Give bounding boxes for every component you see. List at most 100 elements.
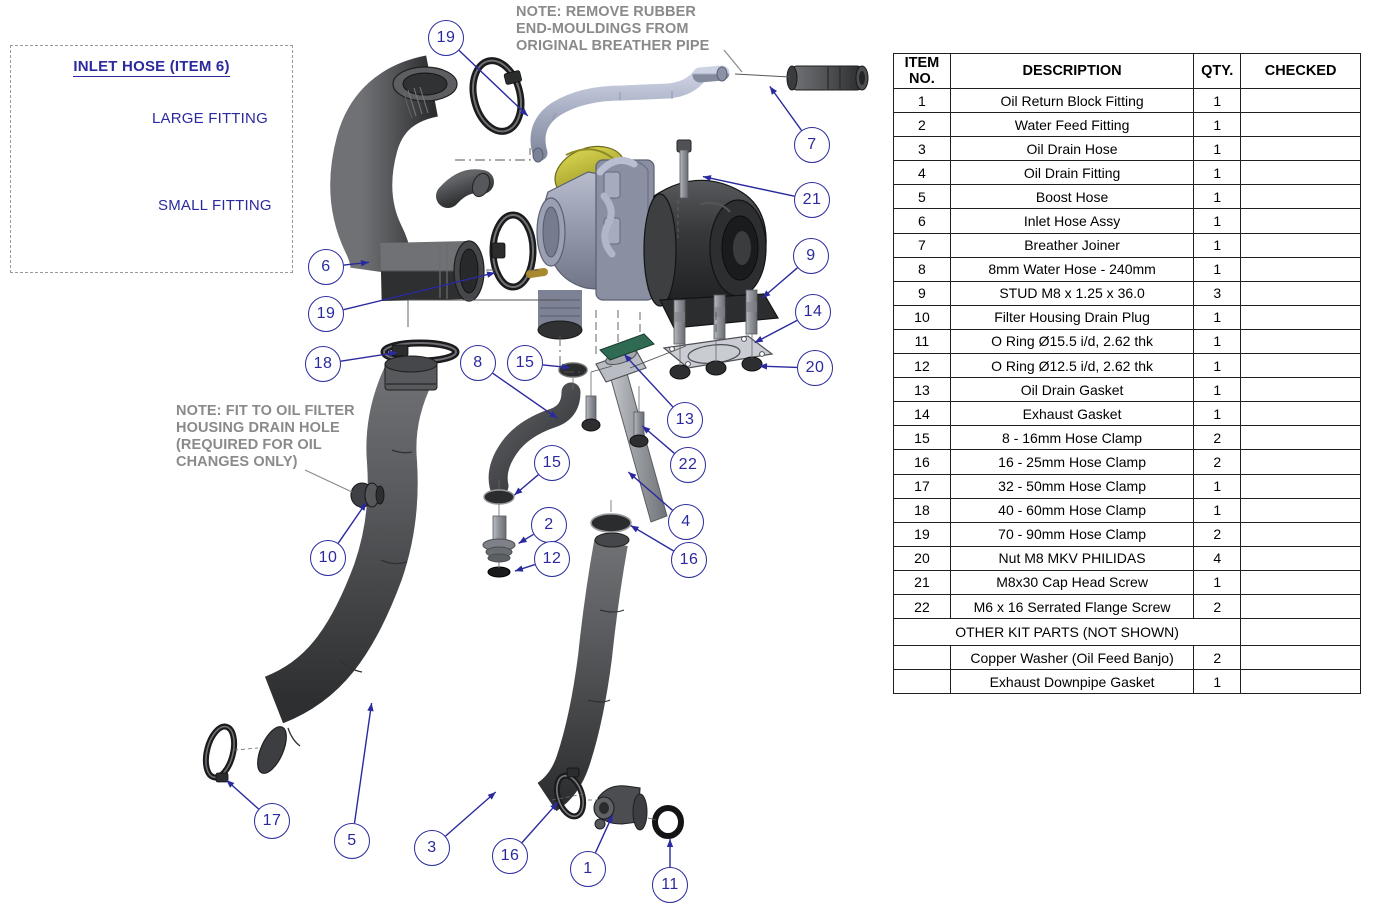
leader-arrowhead xyxy=(226,780,235,788)
cell-checked[interactable] xyxy=(1240,328,1361,355)
leader-line xyxy=(492,372,558,419)
cell-qty: 1 xyxy=(1193,232,1242,258)
cell-checked[interactable] xyxy=(1240,521,1361,547)
leader-arrowhead xyxy=(561,363,571,371)
cell-qty: 3 xyxy=(1193,280,1242,306)
note-breather-pipe: NOTE: REMOVE RUBBER END-MOULDINGS FROM O… xyxy=(516,4,710,54)
leader-arrowhead xyxy=(514,565,524,572)
cell-description: Water Feed Fitting xyxy=(949,112,1195,138)
callout-balloon-8[interactable]: 8 xyxy=(460,345,496,381)
cell-qty: 1 xyxy=(1193,184,1242,210)
cell-checked[interactable] xyxy=(1240,449,1361,475)
callout-balloon-17[interactable]: 17 xyxy=(254,803,290,839)
callout-balloon-19[interactable]: 19 xyxy=(308,296,344,332)
callout-balloon-3[interactable]: 3 xyxy=(414,830,450,866)
callout-balloon-11[interactable]: 11 xyxy=(652,867,688,903)
cell-item-no: 3 xyxy=(893,136,951,162)
cell-item-no: 17 xyxy=(893,473,951,499)
cell-checked[interactable] xyxy=(1240,545,1361,571)
callout-balloon-22[interactable]: 22 xyxy=(670,447,706,483)
callout-balloon-2[interactable]: 2 xyxy=(531,507,567,543)
cell-description: 8mm Water Hose - 240mm xyxy=(949,256,1195,282)
cell-checked[interactable] xyxy=(1240,593,1361,620)
cell-checked[interactable] xyxy=(1240,569,1361,595)
callout-balloon-16[interactable]: 16 xyxy=(492,838,528,874)
callout-balloon-12[interactable]: 12 xyxy=(534,541,570,577)
cell-checked[interactable] xyxy=(1240,618,1361,647)
callout-balloon-9[interactable]: 9 xyxy=(793,238,829,274)
leader-arrowhead xyxy=(549,411,558,419)
cell-checked[interactable] xyxy=(1240,184,1361,210)
callout-balloon-16[interactable]: 16 xyxy=(671,542,707,578)
cell-qty: 1 xyxy=(1193,304,1242,330)
flange-screw-part xyxy=(629,411,649,448)
cell-checked[interactable] xyxy=(1240,256,1361,282)
cell-qty: 1 xyxy=(1193,112,1242,138)
small-fitting-label: SMALL FITTING xyxy=(158,197,272,214)
callout-balloon-1[interactable]: 1 xyxy=(570,851,606,887)
callout-balloon-4[interactable]: 4 xyxy=(668,504,704,540)
cell-checked[interactable] xyxy=(1240,473,1361,499)
cell-description: 32 - 50mm Hose Clamp xyxy=(949,473,1195,499)
leader-arrowhead xyxy=(666,839,674,847)
cell-checked[interactable] xyxy=(1240,304,1361,330)
cell-checked[interactable] xyxy=(1240,136,1361,162)
cell-checked[interactable] xyxy=(1240,669,1361,695)
callout-balloon-10[interactable]: 10 xyxy=(310,540,346,576)
cell-description: Nut M8 MKV PHILIDAS xyxy=(949,545,1195,571)
callout-balloon-6[interactable]: 6 xyxy=(308,249,344,285)
cell-checked[interactable] xyxy=(1240,87,1361,114)
cell-description: Filter Housing Drain Plug xyxy=(949,304,1195,330)
cell-checked[interactable] xyxy=(1240,497,1361,523)
cell-description: M8x30 Cap Head Screw xyxy=(949,569,1195,595)
cell-description: 16 - 25mm Hose Clamp xyxy=(949,449,1195,475)
callout-balloon-14[interactable]: 14 xyxy=(795,294,831,330)
leader-arrowhead xyxy=(388,350,398,357)
section-title-cell: OTHER KIT PARTS (NOT SHOWN) xyxy=(892,618,1242,647)
leader-line xyxy=(623,353,674,408)
cell-description: Oil Return Block Fitting xyxy=(949,87,1195,114)
callout-balloon-7[interactable]: 7 xyxy=(794,127,830,163)
leader-line xyxy=(754,319,798,344)
callout-balloon-20[interactable]: 20 xyxy=(797,350,833,386)
callout-balloon-19[interactable]: 19 xyxy=(428,20,464,56)
leader-line xyxy=(458,49,529,117)
cell-checked[interactable] xyxy=(1240,377,1361,403)
callout-balloon-5[interactable]: 5 xyxy=(334,823,370,859)
cell-checked[interactable] xyxy=(1240,280,1361,306)
cap-head-screw-part xyxy=(676,139,692,238)
callout-balloon-13[interactable]: 13 xyxy=(667,402,703,438)
cell-qty: 1 xyxy=(1193,669,1242,695)
cell-checked[interactable] xyxy=(1240,425,1361,451)
callout-balloon-15[interactable]: 15 xyxy=(534,445,570,481)
leader-line xyxy=(702,175,795,197)
stud-part xyxy=(673,299,686,345)
leader-arrowhead xyxy=(486,271,496,278)
cell-description: Exhaust Gasket xyxy=(949,401,1195,427)
cell-checked[interactable] xyxy=(1240,112,1361,138)
note-filter-leader xyxy=(304,469,353,493)
callout-balloon-21[interactable]: 21 xyxy=(794,182,830,218)
cell-item-no: 8 xyxy=(893,256,951,282)
cell-checked[interactable] xyxy=(1240,401,1361,427)
cell-checked[interactable] xyxy=(1240,232,1361,258)
cell-checked[interactable] xyxy=(1240,645,1361,671)
stud-part xyxy=(745,289,758,335)
cell-description: 8 - 16mm Hose Clamp xyxy=(949,425,1195,451)
leader-arrowhead xyxy=(642,425,651,434)
cell-description: Oil Drain Fitting xyxy=(949,160,1195,186)
cell-checked[interactable] xyxy=(1240,160,1361,186)
callout-balloon-18[interactable]: 18 xyxy=(305,346,341,382)
cell-checked[interactable] xyxy=(1240,208,1361,234)
callout-balloon-15[interactable]: 15 xyxy=(507,345,543,381)
cell-checked[interactable] xyxy=(1240,353,1361,379)
inset-title-text: INLET HOSE (ITEM 6) xyxy=(73,58,230,77)
